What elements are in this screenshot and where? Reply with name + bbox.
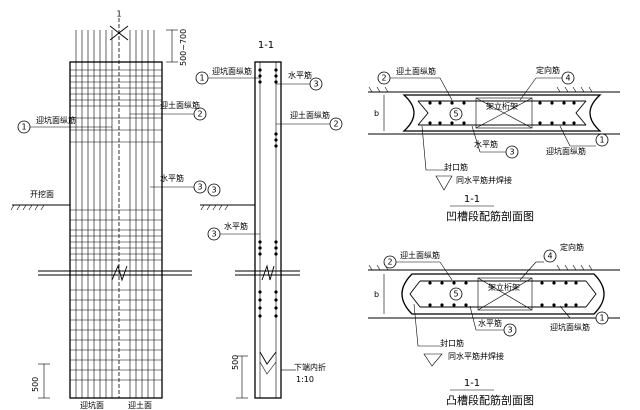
concave-label-soil-side: 迎土面纵筋 <box>396 66 436 76</box>
svg-text:5: 5 <box>453 290 458 299</box>
convex-frame <box>477 277 533 311</box>
svg-text:1: 1 <box>599 136 604 145</box>
elevation-view: 1 <box>10 10 207 410</box>
horizontal-bars-low <box>70 289 162 381</box>
dim-bottom: 500 <box>31 377 40 392</box>
marker-2 <box>193 107 207 121</box>
svg-text:3: 3 <box>507 326 512 335</box>
concave-marker-3 <box>505 145 519 159</box>
bottom-fold <box>259 351 277 365</box>
concave-title: 凹槽段配筋剖面图 <box>446 209 534 223</box>
convex-label-positioning: 定向筋 <box>560 242 584 252</box>
svg-text:3: 3 <box>211 186 216 195</box>
svg-text:3: 3 <box>211 230 216 239</box>
convex-title: 凸槽段配筋剖面图 <box>446 393 534 407</box>
axis-mark: 1 <box>116 10 121 19</box>
convex-label-b: b <box>374 290 379 299</box>
concave-label-b: b <box>374 109 379 118</box>
convex-section: b 2 迎土面纵筋 4 定向筋 5 架立桁架 3 水平筋 1 迎坑面纵筋 封口筋 <box>368 242 620 407</box>
concave-label-frame: 架立桁架 <box>486 101 518 111</box>
section-label-horizontal-top: 水平筋 <box>288 70 312 80</box>
concave-section-mark: 1-1 <box>464 194 480 205</box>
convex-label-horizontal: 水平筋 <box>478 318 502 328</box>
svg-text:3: 3 <box>313 80 318 89</box>
convex-section-mark: 1-1 <box>464 378 480 389</box>
note-bottom-fold: 下端内折 <box>294 362 326 372</box>
section-title: 1-1 <box>258 40 274 51</box>
concave-label-positioning: 定向筋 <box>536 65 560 75</box>
concave-marker-5 <box>449 107 463 121</box>
concave-label-pit-side: 迎坑面纵筋 <box>546 146 586 156</box>
label-bottom-soil-side: 迎土面 <box>128 400 152 410</box>
svg-text:4: 4 <box>565 74 570 83</box>
concave-label-weld: 同水平筋并焊接 <box>456 175 512 185</box>
label-soil-side-vertical: 迎土面纵筋 <box>160 100 200 110</box>
marker-3 <box>193 180 207 194</box>
concave-section: b 2 迎土面纵筋 4 定向筋 5 架立桁架 3 水平筋 1 迎坑面纵筋 封口筋 <box>368 65 620 223</box>
horizontal-bars-top <box>70 69 162 143</box>
concave-marker-1 <box>595 133 609 147</box>
svg-text:2: 2 <box>387 258 392 267</box>
section-label-horizontal-mid: 水平筋 <box>224 221 248 231</box>
section-outline <box>254 61 282 399</box>
svg-text:2: 2 <box>197 110 202 119</box>
section-marker-3-top <box>309 77 323 91</box>
svg-text:3: 3 <box>197 183 202 192</box>
dim-top: 500~700 <box>179 29 188 66</box>
note-ratio: 1:10 <box>296 375 314 384</box>
svg-text:1: 1 <box>21 123 26 132</box>
section-view: 1-1 1 迎坑面纵筋 3 水平筋 <box>195 40 343 399</box>
concave-label-horizontal: 水平筋 <box>474 139 498 149</box>
svg-text:5: 5 <box>453 110 458 119</box>
section-dim-bottom: 500 <box>231 355 240 370</box>
vertical-bars <box>75 30 155 398</box>
horizontal-bars-mid <box>70 209 162 261</box>
label-horizontal-bar: 水平筋 <box>160 173 184 183</box>
concave-dots <box>428 101 576 125</box>
convex-marker-1 <box>595 311 609 325</box>
svg-text:4: 4 <box>547 252 552 261</box>
concave-frame <box>475 97 533 129</box>
label-excavation-face: 开挖面 <box>30 189 54 199</box>
convex-label-soil-side: 迎土面纵筋 <box>400 250 440 260</box>
convex-label-sealing: 封口筋 <box>440 338 464 348</box>
section-rebar-dots <box>258 68 278 318</box>
section-marker-3-ground <box>207 183 221 197</box>
svg-text:1: 1 <box>599 314 604 323</box>
svg-text:2: 2 <box>333 120 338 129</box>
label-bottom-pit-side: 迎坑面 <box>80 400 104 410</box>
svg-text:1: 1 <box>199 74 204 83</box>
concave-marker-4 <box>561 71 575 85</box>
convex-label-frame: 架立桁架 <box>488 282 520 292</box>
convex-marker-3 <box>503 323 517 337</box>
section-marker-2 <box>329 117 343 131</box>
convex-dots <box>428 281 578 307</box>
convex-label-pit-side: 迎坑面纵筋 <box>550 322 590 332</box>
convex-marker-4 <box>543 249 557 263</box>
concave-outline <box>402 94 602 132</box>
concave-label-sealing: 封口筋 <box>444 162 468 172</box>
convex-marker-5 <box>449 287 463 301</box>
svg-text:2: 2 <box>381 74 386 83</box>
label-pit-side-vertical: 迎坑面纵筋 <box>36 115 76 125</box>
convex-outline <box>401 273 605 315</box>
convex-label-weld: 同水平筋并焊接 <box>448 351 504 361</box>
break-line <box>38 264 192 282</box>
section-label-soil-side: 迎土面纵筋 <box>290 110 330 120</box>
svg-text:3: 3 <box>509 148 514 157</box>
section-label-pit-side: 迎坑面纵筋 <box>212 66 252 76</box>
